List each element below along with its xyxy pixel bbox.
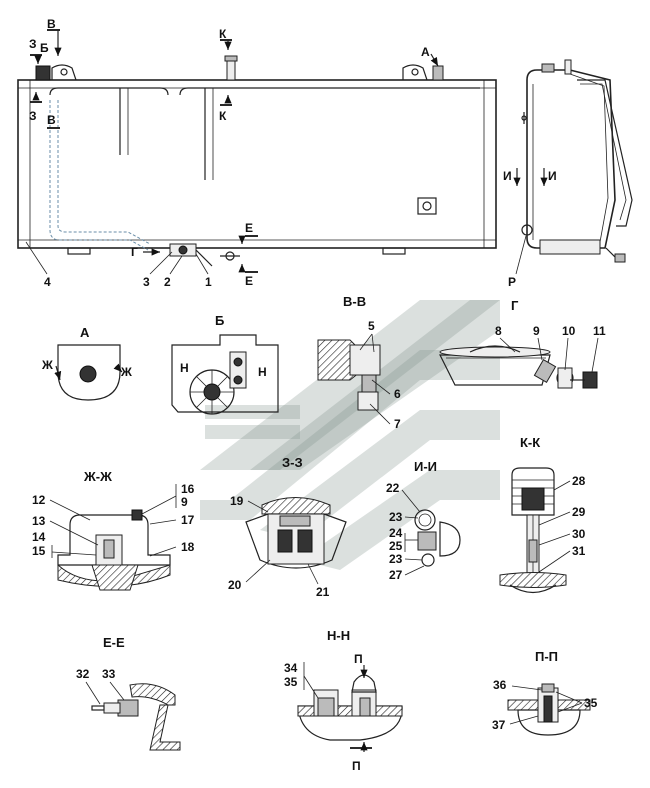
- view-zhzh-title: Ж-Ж: [83, 469, 112, 484]
- section-i-right: И: [548, 169, 557, 183]
- callout-29: 29: [572, 505, 586, 519]
- view-nn-title: Н-Н: [327, 628, 350, 643]
- callout-9b: 9: [181, 495, 188, 509]
- view-mark-p-bottom: П: [352, 759, 361, 773]
- section-i-left: И: [503, 169, 512, 183]
- callout-11: 11: [593, 324, 606, 338]
- callout-23: 23: [389, 510, 403, 524]
- section-b-top: Б: [40, 41, 49, 55]
- callout-16: 16: [181, 482, 195, 496]
- callout-7: 7: [394, 417, 401, 431]
- section-k-top: К: [219, 27, 227, 41]
- callout-36: 36: [493, 678, 507, 692]
- callout-18: 18: [181, 540, 195, 554]
- callout-8: 8: [495, 324, 502, 338]
- view-kk-title: К-К: [520, 435, 540, 450]
- section-z3: З: [29, 37, 37, 51]
- callout-34: 34: [284, 661, 298, 675]
- callout-9: 9: [533, 324, 540, 338]
- section-e-bottom: Е: [245, 274, 253, 288]
- callout-15: 15: [32, 544, 46, 558]
- callout-13: 13: [32, 514, 46, 528]
- view-b: Б Н Н: [171, 313, 279, 415]
- view-ee-title: Е-Е: [103, 635, 125, 650]
- callout-37: 37: [492, 718, 506, 732]
- view-zz: З-З 19 20 21: [228, 455, 347, 599]
- view-kk: К-К 28 29 30 31: [499, 435, 586, 594]
- callout-3: 3: [143, 275, 150, 289]
- callout-1: 1: [205, 275, 212, 289]
- view-pp-title: П-П: [535, 649, 558, 664]
- view-mark-p-top: П: [354, 652, 363, 666]
- view-vv-title: В-В: [343, 294, 366, 309]
- section-z3-bottom: З: [29, 109, 37, 123]
- view-nn: Н-Н П П 34 35: [284, 628, 403, 773]
- callout-5: 5: [368, 319, 375, 333]
- callout-21: 21: [316, 585, 330, 599]
- view-mark-n-left: Н: [180, 361, 189, 375]
- section-e-top: Е: [245, 221, 253, 235]
- section-v-top: В: [47, 17, 56, 31]
- callout-4: 4: [44, 275, 51, 289]
- view-mark-zh-right: Ж: [120, 365, 132, 379]
- callout-35b: 35: [584, 696, 598, 710]
- view-mark-n-right: Н: [258, 365, 267, 379]
- callout-19: 19: [230, 494, 244, 508]
- callout-23b: 23: [389, 552, 403, 566]
- view-g-title: Г: [511, 298, 519, 313]
- view-ii: И-И 22 23 24 25 23 27: [386, 459, 461, 582]
- view-zz-title: З-З: [282, 455, 303, 470]
- view-ee: Е-Е 32 33: [76, 635, 181, 751]
- callout-35: 35: [284, 675, 298, 689]
- callout-6: 6: [394, 387, 401, 401]
- callout-25: 25: [389, 539, 403, 553]
- section-g-arrow: Г: [131, 245, 138, 259]
- callout-14: 14: [32, 530, 46, 544]
- view-a: А Ж Ж: [41, 325, 132, 401]
- callout-28: 28: [572, 474, 586, 488]
- callout-31: 31: [572, 544, 586, 558]
- view-pp: П-П 36 35 37: [492, 649, 598, 736]
- view-zhzh: Ж-Ж 12 13 14 15 16 9 17 18: [32, 469, 195, 591]
- section-a-top: А: [421, 45, 430, 59]
- callout-22: 22: [386, 481, 400, 495]
- view-ii-title: И-И: [414, 459, 437, 474]
- callout-32: 32: [76, 667, 90, 681]
- section-k-bottom: К: [219, 109, 227, 123]
- view-mark-zh-left: Ж: [41, 358, 53, 372]
- tank-main-view: [17, 55, 497, 267]
- view-g: Г 8 9 10 11: [439, 298, 606, 389]
- view-b-title: Б: [215, 313, 224, 328]
- callout-10: 10: [562, 324, 576, 338]
- view-a-title: А: [80, 325, 90, 340]
- callout-2: 2: [164, 275, 171, 289]
- callout-20: 20: [228, 578, 242, 592]
- callout-30: 30: [572, 527, 586, 541]
- section-r: Р: [508, 275, 516, 289]
- callout-33: 33: [102, 667, 116, 681]
- section-v-bottom: В: [47, 113, 56, 127]
- main-view-section-marks: В З Б К А З В К Г Е Е 4 3 2 1: [25, 17, 439, 289]
- tank-side-view: И И Р: [503, 59, 633, 289]
- callout-17: 17: [181, 513, 195, 527]
- view-vv: В-В 5 6 7: [317, 294, 401, 431]
- callout-12: 12: [32, 493, 46, 507]
- callout-27: 27: [389, 568, 403, 582]
- callout-24: 24: [389, 526, 403, 540]
